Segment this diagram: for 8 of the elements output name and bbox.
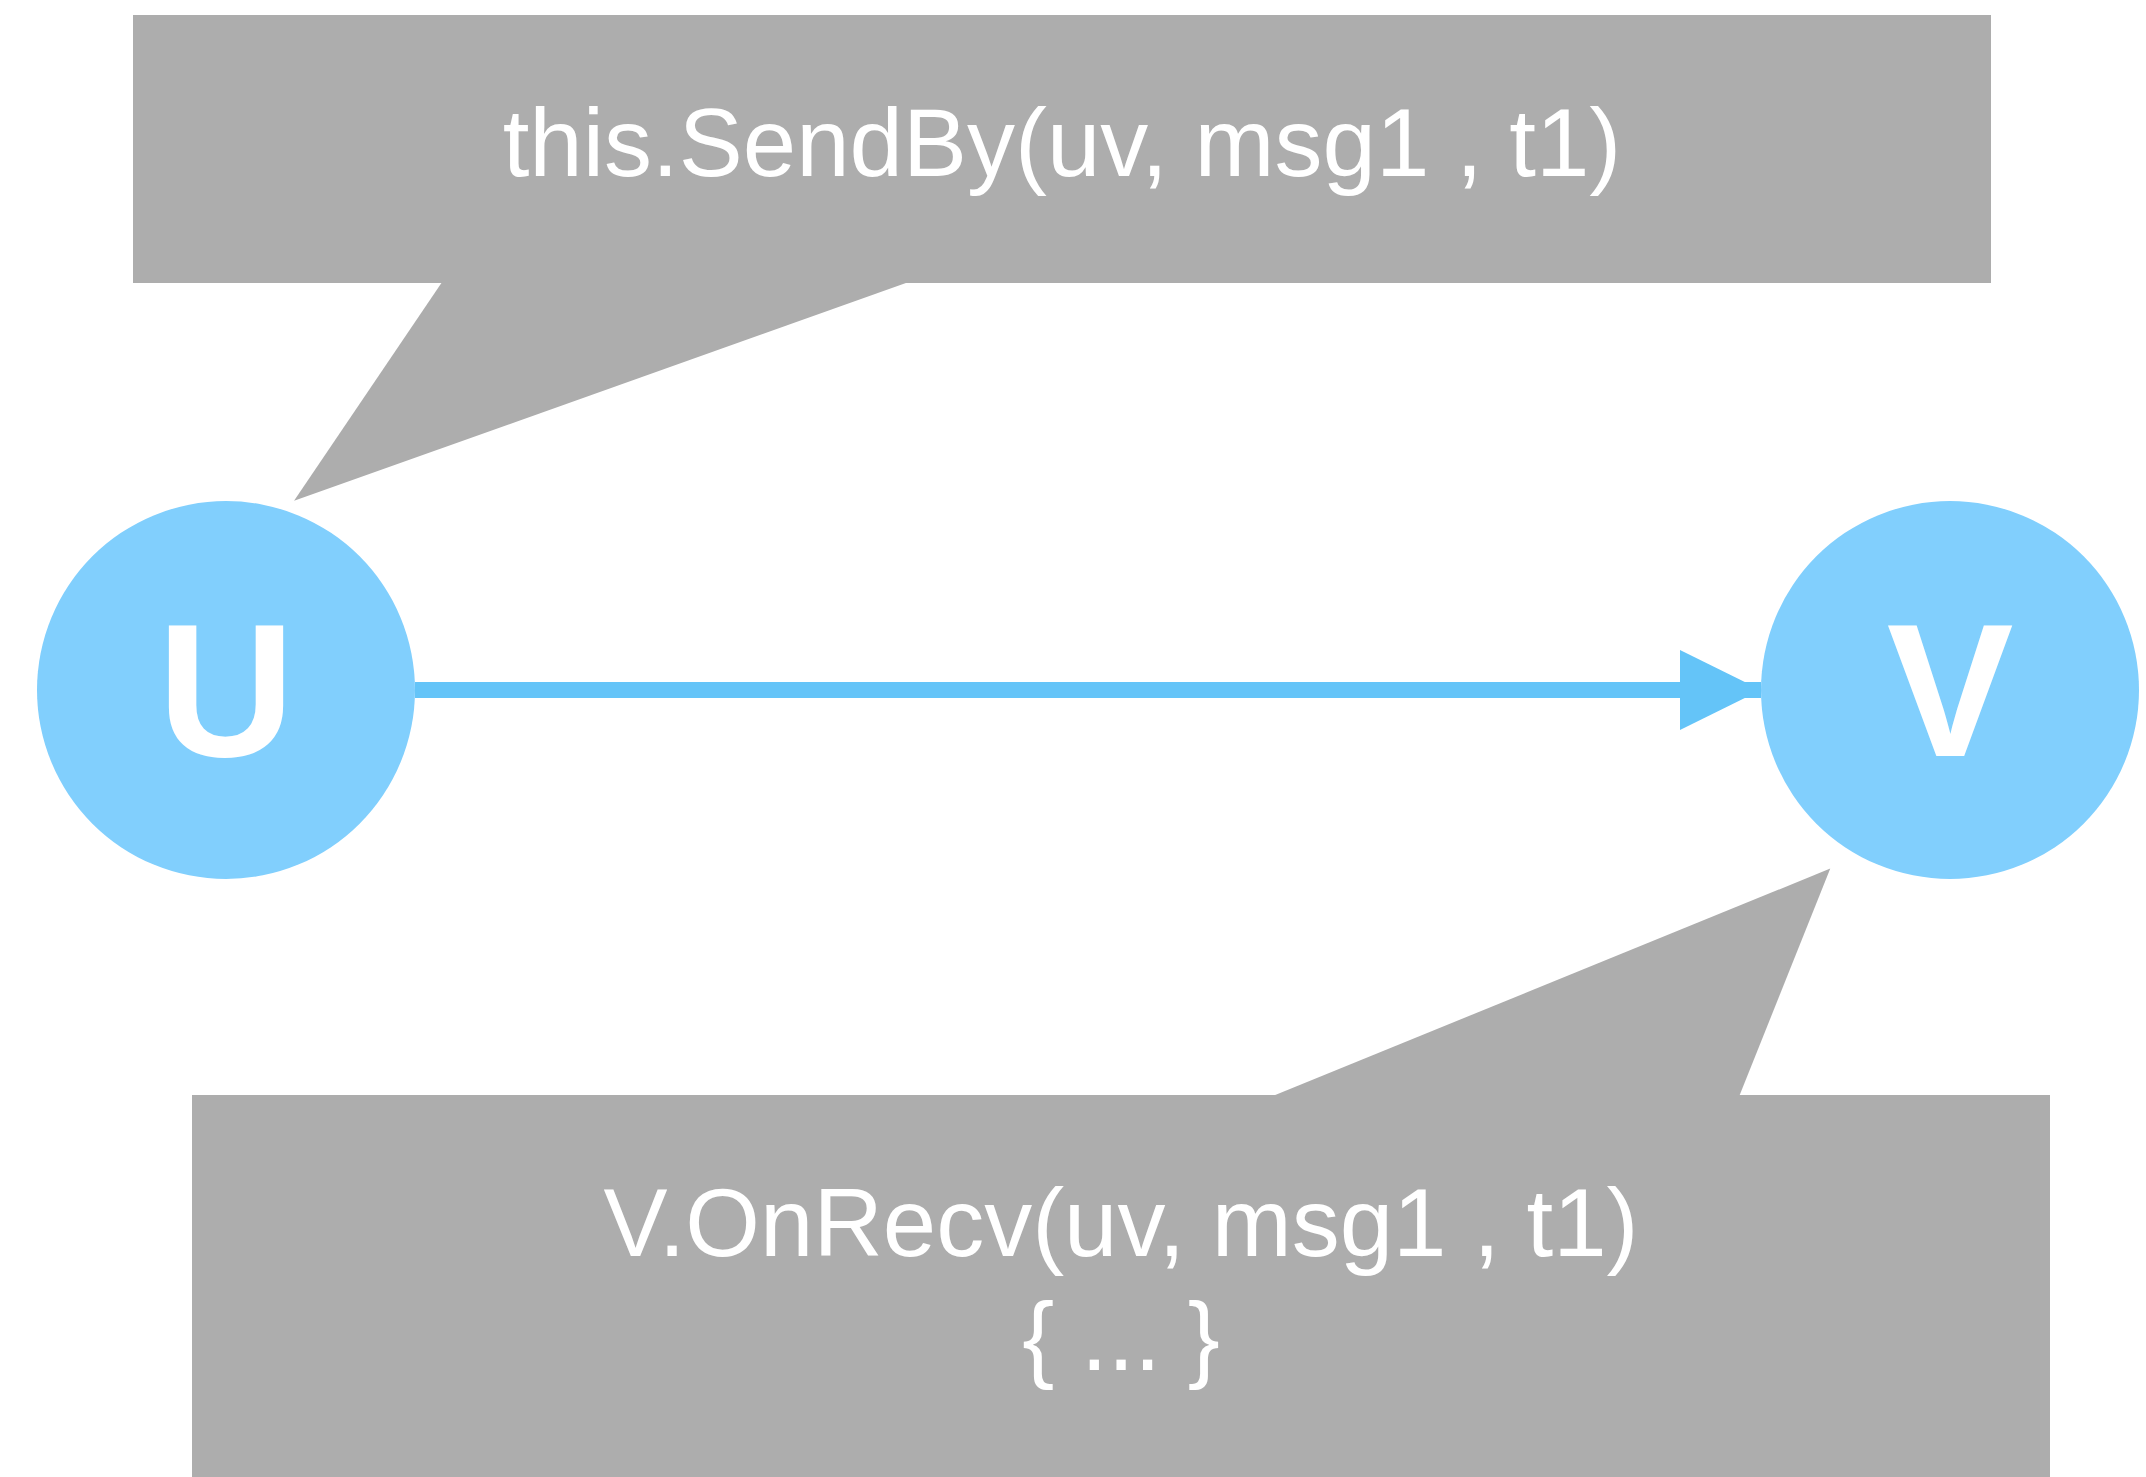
node-label: U bbox=[157, 595, 295, 785]
arrow bbox=[415, 650, 1761, 730]
callout-tail bbox=[1275, 868, 1831, 1095]
code-text: V.OnRecv(uv, msg1 , t1) bbox=[603, 1170, 1639, 1276]
code-text: { ... } bbox=[1022, 1283, 1220, 1390]
code-text: this.SendBy(uv, msg1 , t1) bbox=[502, 90, 1622, 196]
callout-tail bbox=[294, 283, 906, 501]
node-label: V bbox=[1886, 595, 2014, 785]
